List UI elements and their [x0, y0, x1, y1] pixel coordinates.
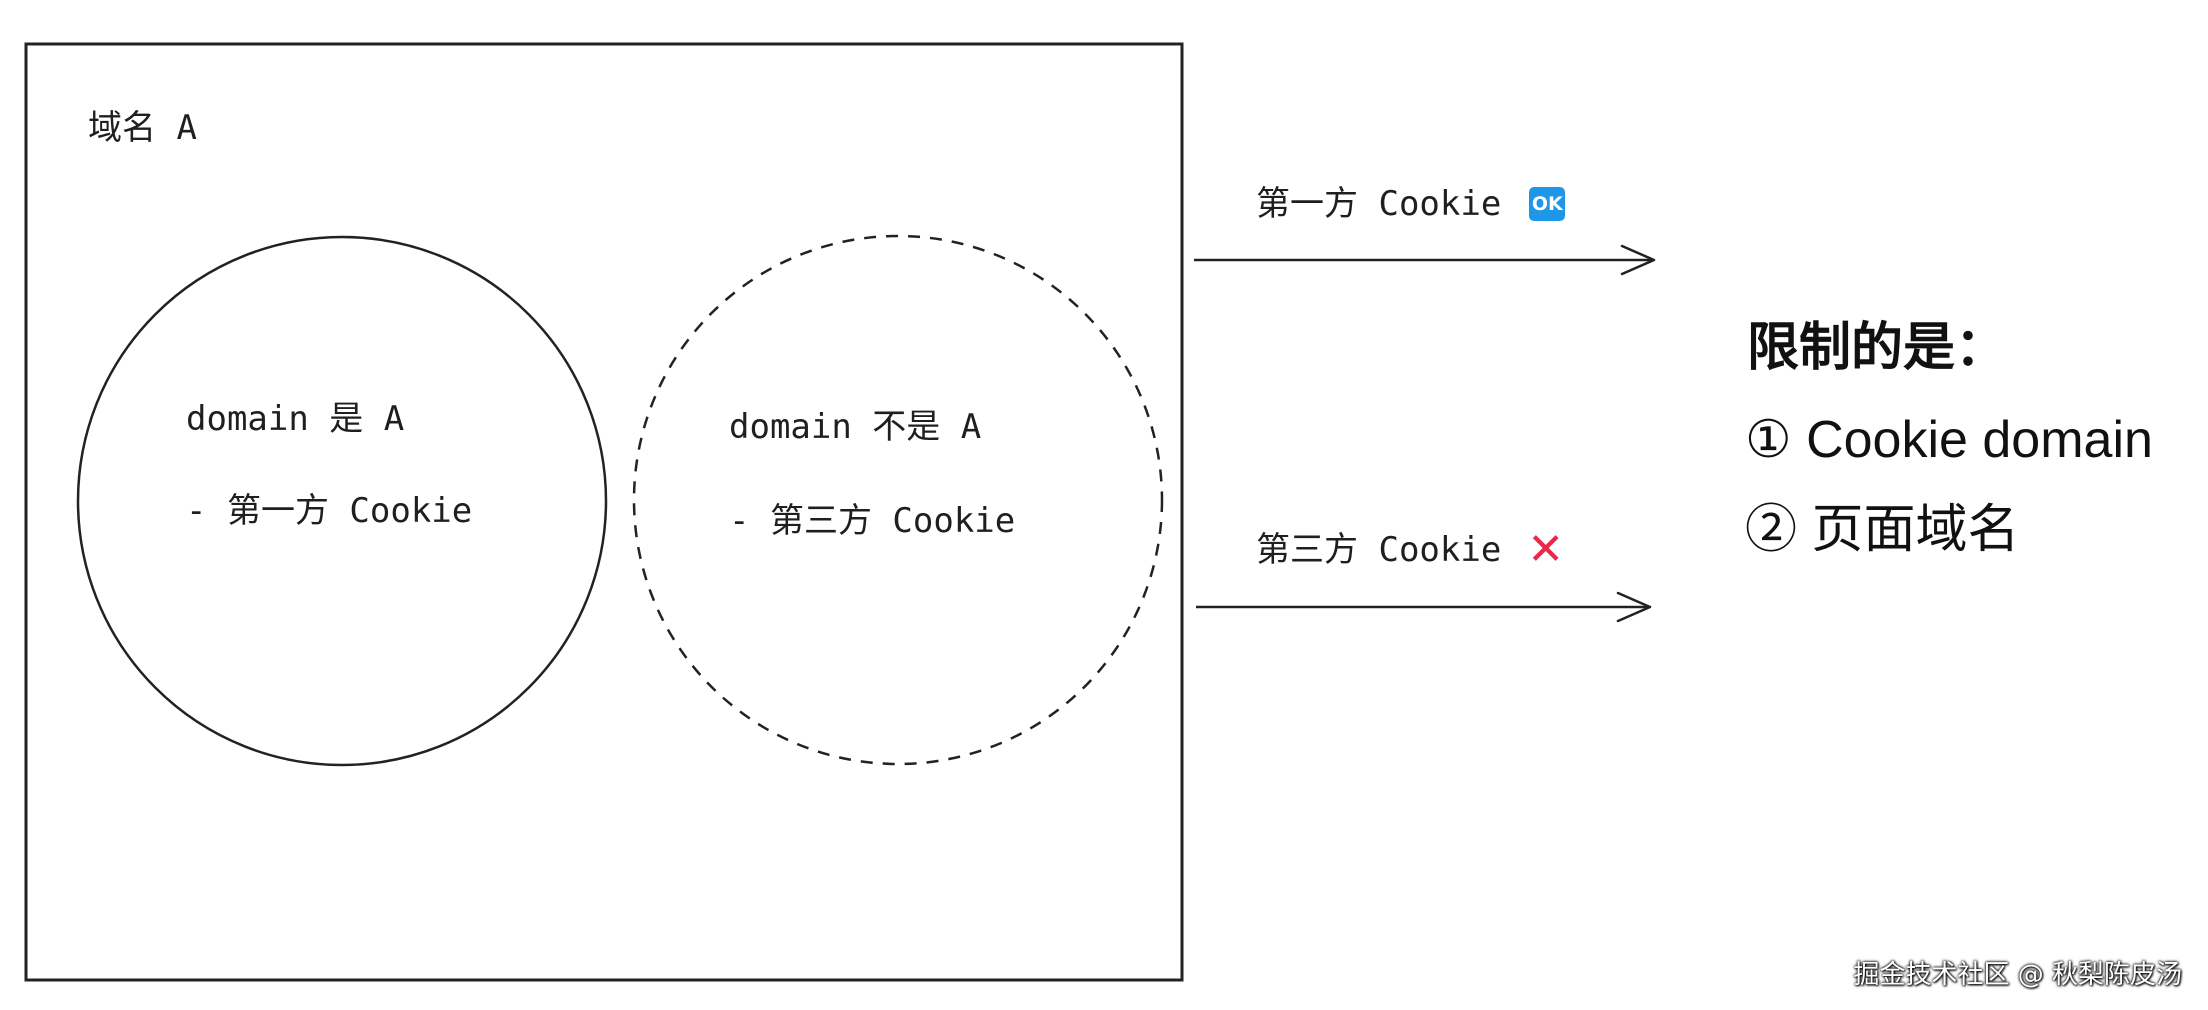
cross-mark-icon: ✕: [1527, 524, 1565, 575]
watermark: 掘金技术社区 @ 秋梨陈皮汤: [1853, 960, 2182, 990]
third-party-arrow: [1196, 591, 1652, 623]
first-party-arrow-label: 第一方 Cookie OK: [1256, 181, 1566, 227]
third-party-arrow-text: 第三方 Cookie: [1256, 530, 1502, 570]
third-party-circle-line1: domain 不是 A: [729, 407, 982, 447]
restriction-item-cookie-domain: ① Cookie domain: [1745, 411, 2153, 469]
third-party-arrow-label: 第三方 Cookie ✕: [1256, 527, 1564, 573]
first-party-circle: [76, 235, 608, 767]
ok-icon: OK: [1529, 187, 1566, 221]
first-party-circle-line1: domain 是 A: [186, 399, 405, 439]
restriction-item-page-domain: ② 页面域名: [1745, 501, 2020, 559]
restriction-title: 限制的是：: [1747, 319, 2008, 377]
first-party-circle-line2: - 第一方 Cookie: [186, 491, 473, 531]
first-party-arrow: [1194, 244, 1656, 276]
third-party-circle-line2: - 第三方 Cookie: [729, 501, 1016, 541]
third-party-circle: [632, 234, 1164, 766]
domain-a-box: [24, 42, 1184, 982]
domain-a-label: 域名 A: [88, 108, 197, 148]
first-party-arrow-text: 第一方 Cookie: [1256, 184, 1502, 224]
